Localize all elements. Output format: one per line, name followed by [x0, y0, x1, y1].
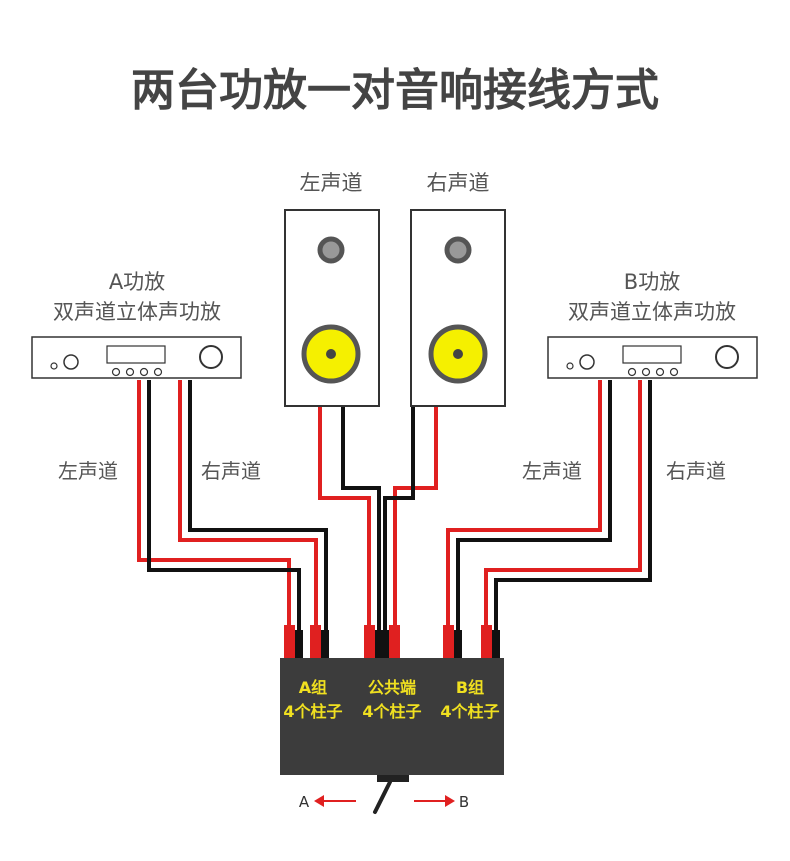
terminal-post — [382, 630, 389, 658]
amp-b-subtitle: 双声道立体声功放 — [568, 300, 736, 324]
wire-a-right-red — [178, 380, 318, 635]
left-speaker-label: 左声道 — [300, 171, 363, 195]
amp-b-small-knob — [566, 362, 574, 370]
terminal-post — [321, 630, 329, 658]
terminal-post — [454, 630, 462, 658]
group-b-label: B组 — [456, 678, 484, 697]
amp-b-knob — [579, 354, 595, 370]
wire-spk-right-black — [383, 405, 415, 635]
selector-b-label: B — [459, 793, 469, 811]
page-title: 两台功放一对音响接线方式 — [131, 65, 659, 116]
arrow-left-icon — [314, 795, 324, 807]
terminal-post — [310, 625, 321, 658]
amp-a-display — [106, 345, 166, 364]
selector-lever — [373, 780, 392, 814]
switch-box: A组 4个柱子 公共端 4个柱子 B组 4个柱子 — [280, 625, 504, 814]
terminal-post — [481, 625, 492, 658]
group-b-posts: 4个柱子 — [440, 702, 499, 721]
wire-a-left-black — [147, 380, 301, 635]
wire-b-left-black — [456, 380, 612, 635]
selector-a-label: A — [299, 793, 310, 811]
group-a-posts: 4个柱子 — [283, 702, 342, 721]
arrow-right-icon — [445, 795, 455, 807]
amp-b-display — [622, 345, 682, 364]
selector-b-direction: B — [414, 793, 469, 811]
wire-a-left-red — [137, 380, 291, 635]
amp-b-right-wire-label: 右声道 — [666, 459, 726, 483]
right-speaker-label: 右声道 — [427, 171, 490, 195]
amp-b-volume-knob — [715, 345, 739, 369]
terminal-post — [389, 625, 400, 658]
left-speaker-tweeter — [317, 236, 345, 264]
wire-b-right-black — [494, 380, 652, 635]
wire-spk-left-red — [318, 405, 371, 635]
terminal-post — [492, 630, 500, 658]
wire-b-right-red — [484, 380, 642, 635]
wire-a-right-black — [188, 380, 328, 635]
terminal-post — [375, 630, 383, 658]
terminal-post — [295, 630, 303, 658]
selector-base — [377, 775, 409, 782]
terminal-posts — [284, 625, 500, 658]
right-speaker-tweeter — [444, 236, 472, 264]
common-label: 公共端 — [368, 678, 416, 697]
amp-a-right-wire-label: 右声道 — [201, 459, 261, 483]
amp-a-knob — [63, 354, 79, 370]
terminal-post — [443, 625, 454, 658]
amp-a-name: A功放 — [109, 270, 165, 294]
amp-a-left-wire-label: 左声道 — [58, 459, 118, 483]
wire-b-left-red — [446, 380, 602, 635]
group-a-label: A组 — [299, 678, 327, 697]
amp-a-subtitle: 双声道立体声功放 — [53, 300, 221, 324]
right-speaker — [410, 209, 506, 407]
amp-b-name: B功放 — [624, 270, 680, 294]
terminal-post — [284, 625, 295, 658]
wire-spk-right-red — [393, 405, 438, 635]
common-posts: 4个柱子 — [362, 702, 421, 721]
amp-a-small-knob — [50, 362, 58, 370]
amplifier-b — [547, 336, 758, 379]
selector-a-direction: A — [299, 793, 356, 811]
wires — [137, 380, 652, 635]
amp-a-volume-knob — [199, 345, 223, 369]
terminal-post — [364, 625, 375, 658]
switch-box-body — [280, 658, 504, 775]
wire-spk-left-black — [341, 405, 381, 635]
left-speaker — [284, 209, 380, 407]
amplifier-a — [31, 336, 242, 379]
amp-b-left-wire-label: 左声道 — [522, 459, 582, 483]
